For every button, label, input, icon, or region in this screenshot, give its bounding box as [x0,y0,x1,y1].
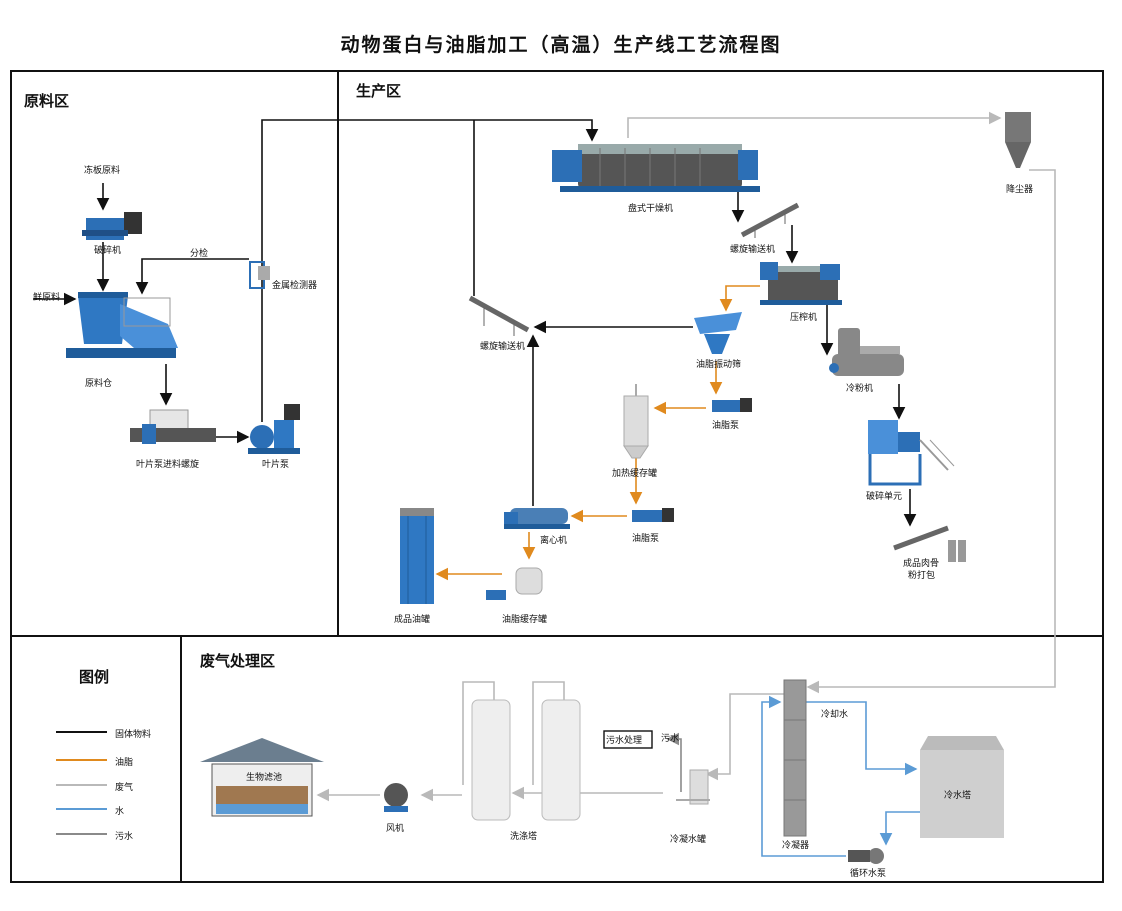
label-cooling-water: 冷却水 [821,710,849,720]
label-frozen-raw: 冻板原料 [84,166,121,176]
legend-label-water: 水 [115,807,125,817]
vane-pump-screw-icon[interactable] [130,409,216,444]
label-metal-detector: 金属检测器 [272,281,318,291]
label-grinding-unit: 破碎单元 [866,492,903,502]
biofilter-icon[interactable] [200,738,324,817]
zone-label-exhaust: 废气处理区 [200,652,276,670]
label-vane-pump: 叶片泵 [262,460,290,470]
screw-conveyor-left-icon[interactable] [468,295,530,336]
label-dust-collector: 降尘器 [1006,185,1034,195]
label-biofilter: 生物滤池 [246,773,283,783]
circ-pump-icon[interactable] [848,848,884,864]
dust-collector-icon[interactable] [1005,112,1031,168]
label-disc-dryer: 盘式干燥机 [628,204,674,214]
disc-dryer-icon[interactable] [552,144,760,192]
label-cooling-tower: 冷水塔 [944,791,972,801]
packing-icon[interactable] [893,525,966,562]
condensate-tank-icon[interactable] [676,769,710,805]
legend-label-solid: 固体物料 [115,730,152,740]
label-circ-pump: 循环水泵 [850,869,887,879]
label-scrubber: 洗涤塔 [510,832,538,842]
label-condenser: 冷凝器 [782,841,810,851]
raw-bin-icon[interactable] [66,292,178,358]
product-oil-tank-icon[interactable] [400,508,434,604]
cooler-icon[interactable] [829,328,904,376]
label-press: 压榨机 [790,313,818,323]
label-cooler: 冷粉机 [846,384,874,394]
label-centrifuge: 离心机 [540,536,568,546]
label-oil-pump-2: 油脂泵 [632,534,660,544]
crusher-icon[interactable] [82,212,142,240]
scrubber-icon[interactable] [471,699,581,821]
metal-detector-icon[interactable] [249,261,270,289]
fan-icon[interactable] [384,783,408,812]
legend-label-oil: 油脂 [115,758,134,768]
label-fan: 风机 [386,824,405,834]
legend-title: 图例 [79,668,110,686]
grinding-unit-icon[interactable] [868,420,955,486]
zone-label-raw: 原料区 [24,92,70,110]
zone-label-production: 生产区 [356,82,402,100]
screw-conveyor-right-icon[interactable] [740,202,800,238]
label-wastewater-treat: 污水处理 [606,736,643,746]
label-oil-buffer-tank: 油脂缓存罐 [502,615,548,625]
oil-screen-icon[interactable] [694,312,742,354]
oil-buffer-tank-icon[interactable] [486,567,543,600]
label-oil-pump-1: 油脂泵 [712,421,740,431]
diagram-title: 动物蛋白与油脂加工（高温）生产线工艺流程图 [340,34,782,56]
label-product-oil-tank: 成品油罐 [394,615,431,625]
legend-label-exhaust: 废气 [115,783,134,793]
label-screw-conveyor-1: 螺旋输送机 [730,245,776,255]
heating-tank-icon[interactable] [623,384,649,459]
label-wastewater: 污水 [661,734,680,744]
centrifuge-icon[interactable] [504,508,570,529]
label-fresh-raw: 鲜原料 [33,293,61,303]
wastewater-treat-box [603,730,653,749]
label-sort-check: 分检 [190,249,209,259]
condenser-icon[interactable] [783,679,807,837]
label-oil-screen: 油脂振动筛 [696,360,742,370]
press-icon[interactable] [760,262,842,305]
cooling-tower-icon[interactable] [920,736,1004,838]
label-raw-bin: 原料仓 [85,379,113,389]
vane-pump-icon[interactable] [248,404,300,454]
label-heating-tank: 加热缓存罐 [612,469,658,479]
label-vane-pump-screw: 叶片泵进料螺旋 [136,460,200,470]
label-screw-conveyor-2: 螺旋输送机 [480,342,526,352]
label-product-packing-1: 成品肉骨 [903,559,940,569]
label-crusher: 破碎机 [94,246,122,256]
label-condensate-tank: 冷凝水罐 [670,835,707,845]
legend-label-wastewater: 污水 [115,832,134,842]
oil-pump-1-icon[interactable] [712,398,752,412]
oil-pump-2-icon[interactable] [632,508,674,522]
label-product-packing-2: 粉打包 [908,571,936,581]
